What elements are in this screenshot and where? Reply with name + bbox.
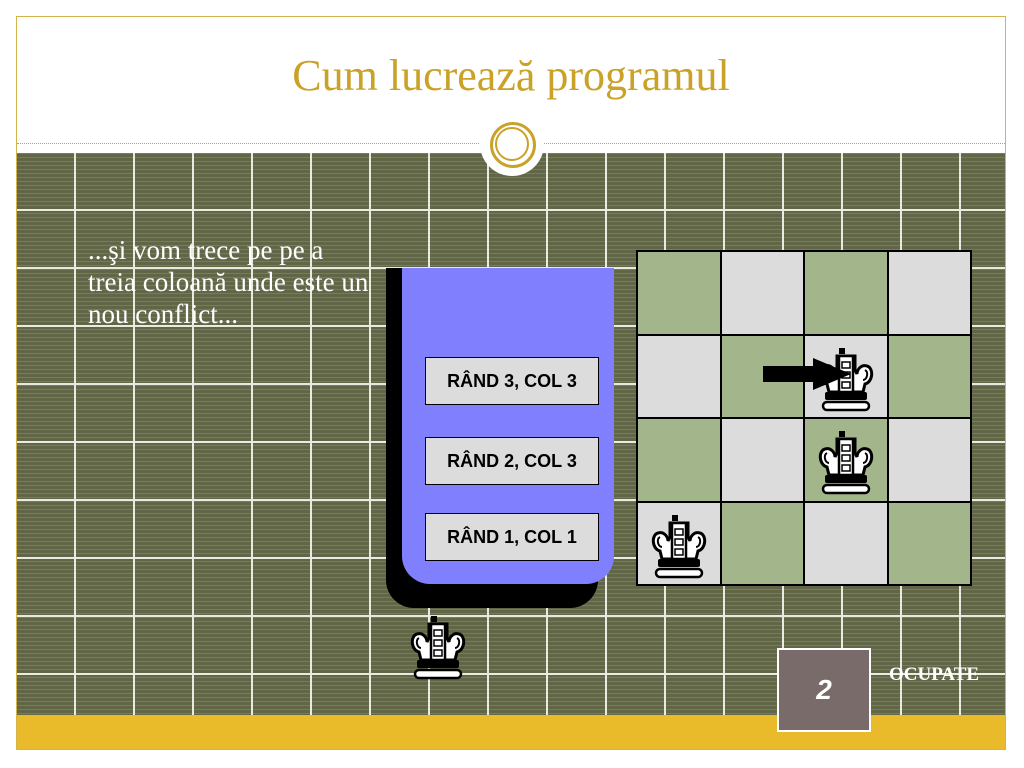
board-cell: [638, 252, 720, 334]
board-cell: [638, 419, 720, 501]
board-cell: [638, 502, 720, 584]
counter-box: 2: [777, 648, 871, 732]
chess-board: [636, 250, 972, 586]
stack-item-1: RÂND 3, COL 3: [425, 357, 599, 405]
board-cell: [888, 502, 970, 584]
stack-item-2: RÂND 2, COL 3: [425, 437, 599, 485]
queen-icon: [818, 429, 874, 495]
circle-ornament-icon: [480, 112, 544, 176]
board-cell: [805, 252, 887, 334]
board-cell: [721, 502, 803, 584]
board-cell: [805, 419, 887, 501]
board-cell: [638, 335, 720, 417]
arrow-right-icon: [763, 358, 851, 390]
counter-label: OCUPATE: [889, 664, 980, 685]
board-cell: [888, 335, 970, 417]
stack-item-3: RÂND 1, COL 1: [425, 513, 599, 561]
queen-icon: [410, 614, 466, 680]
board-cell: [888, 419, 970, 501]
slide-title: Cum lucrează programul: [292, 51, 730, 100]
board-cell: [721, 419, 803, 501]
queen-icon: [651, 513, 707, 578]
board-cell: [721, 252, 803, 334]
board-cell: [888, 252, 970, 334]
board-cell: [805, 502, 887, 584]
body-text: ...şi vom trece pe pe a treia coloană un…: [88, 235, 369, 329]
